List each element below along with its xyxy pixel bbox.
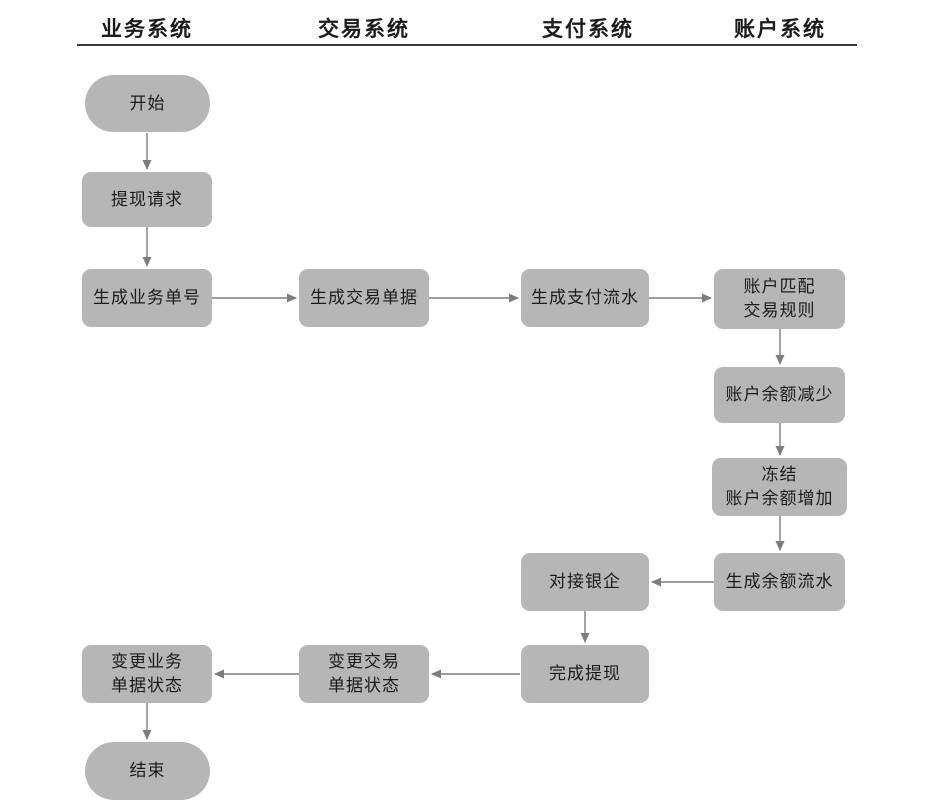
- node-change-business-status: 变更业务 单据状态: [82, 645, 212, 703]
- lane-header-payment: 支付系统: [542, 18, 634, 41]
- node-account-match-rules: 账户匹配 交易规则: [714, 269, 845, 329]
- node-generate-trade-doc: 生成交易单据: [299, 269, 429, 327]
- node-freeze-balance-increase: 冻结 账户余额增加: [712, 458, 847, 516]
- lane-header-trade: 交易系统: [318, 18, 410, 41]
- node-start: 开始: [85, 75, 210, 132]
- lane-header-underline: [77, 44, 857, 46]
- node-complete-withdraw: 完成提现: [521, 645, 649, 703]
- lane-header-business: 业务系统: [101, 18, 193, 41]
- node-end: 结束: [85, 742, 210, 800]
- node-change-trade-status: 变更交易 单据状态: [299, 645, 429, 703]
- node-generate-balance-flow: 生成余额流水: [714, 553, 845, 611]
- node-balance-decrease: 账户余额减少: [714, 367, 845, 423]
- node-withdraw-request: 提现请求: [82, 172, 212, 227]
- node-generate-business-no: 生成业务单号: [82, 269, 212, 327]
- node-bank-interface: 对接银企: [521, 553, 649, 611]
- node-generate-payment-flow: 生成支付流水: [521, 269, 649, 327]
- lane-header-account: 账户系统: [734, 18, 826, 41]
